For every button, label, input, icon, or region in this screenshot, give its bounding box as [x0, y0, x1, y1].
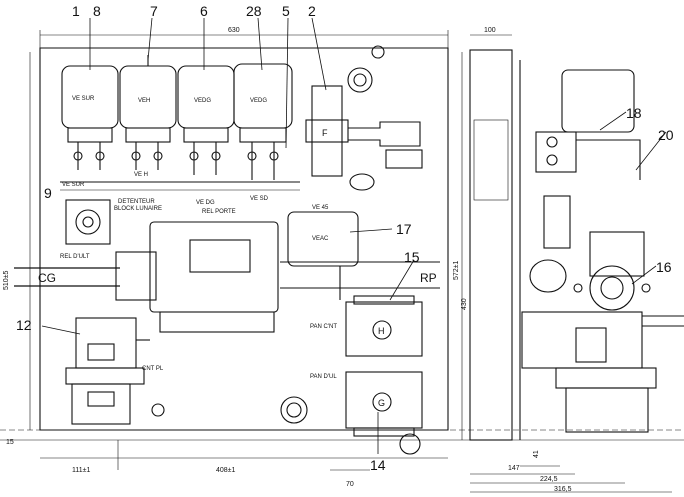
callout-8: 8 — [93, 3, 101, 19]
callout-1: 1 — [72, 3, 80, 19]
flow-rp: RP — [420, 271, 437, 285]
relay-label-6: VEDG — [194, 98, 211, 104]
callout-7: 7 — [150, 3, 158, 19]
relay-label-8: VE SUR — [72, 96, 95, 102]
dim-630: 630 — [228, 27, 240, 34]
dim-70: 70 — [346, 481, 354, 488]
relay-7 — [119, 55, 177, 170]
socket-9 — [65, 199, 111, 245]
component-16 — [529, 259, 651, 311]
wire-rel-porte: REL PORTE — [202, 209, 236, 215]
module-mark-h: H — [378, 326, 385, 336]
dim-147: 147 — [508, 465, 520, 472]
wire-ve-sd: VE SD — [250, 196, 269, 202]
wire-ve-sur: VE SUR — [62, 182, 85, 188]
callout-16: 16 — [656, 259, 672, 275]
wire-cnt-pl: CNT PL — [142, 366, 164, 372]
component-20 — [543, 195, 645, 277]
wire-pan-d-ul: PAN D'UL — [310, 374, 337, 380]
wire-pan-cnt: PAN C'NT — [310, 324, 337, 330]
callout-18: 18 — [626, 105, 642, 121]
central-valve-body — [115, 221, 279, 333]
dim-408: 408±1 — [216, 467, 236, 474]
valve-12 — [65, 317, 150, 425]
callout-9: 9 — [44, 185, 52, 201]
dim-100: 100 — [484, 27, 496, 34]
wire-rel-d-ult: REL D'ULT — [60, 254, 90, 260]
valve-2 — [305, 67, 423, 191]
dim-316-5: 316,5 — [554, 486, 572, 493]
callout-17: 17 — [396, 221, 412, 237]
main-panel — [39, 47, 449, 431]
wire-block-lunaire: BLOCK LUNAIRE — [114, 206, 162, 212]
callout-28: 28 — [246, 3, 262, 19]
callout-6: 6 — [200, 3, 208, 19]
wire-ve-dg: VE DG — [196, 200, 215, 206]
dim-15: 15 — [6, 439, 14, 446]
relay-17 — [287, 211, 359, 300]
dim-572: 572±1 — [453, 260, 460, 280]
callout-14: 14 — [370, 457, 386, 473]
relay-28 — [233, 63, 293, 180]
callout-2: 2 — [308, 3, 316, 19]
right-lower-block — [521, 311, 684, 433]
dim-41: 41 — [533, 450, 540, 458]
callout-20: 20 — [658, 127, 674, 143]
dim-224-5: 224,5 — [540, 476, 558, 483]
dim-510: 510±5 — [3, 270, 10, 290]
relay-label-7: VEH — [138, 98, 150, 104]
wire-ve-h: VE H — [134, 172, 148, 178]
dim-111: 111±1 — [72, 467, 90, 474]
dim-430: 430 — [461, 298, 468, 310]
module-14-g — [345, 371, 423, 455]
module-15-h — [345, 295, 423, 357]
callout-5: 5 — [282, 3, 290, 19]
wire-deteneur: DETENTEUR — [118, 199, 155, 205]
relay-label-17: VEAC — [312, 236, 329, 242]
module-mark-g: G — [378, 398, 385, 408]
wire-ve-45: VE 45 — [312, 205, 329, 211]
component-18 — [535, 69, 641, 180]
callout-15: 15 — [404, 249, 420, 265]
module-mark-f: F — [322, 128, 328, 138]
callout-12: 12 — [16, 317, 32, 333]
relay-label-28: VEDG — [250, 98, 267, 104]
flow-cg: CG — [38, 271, 56, 285]
